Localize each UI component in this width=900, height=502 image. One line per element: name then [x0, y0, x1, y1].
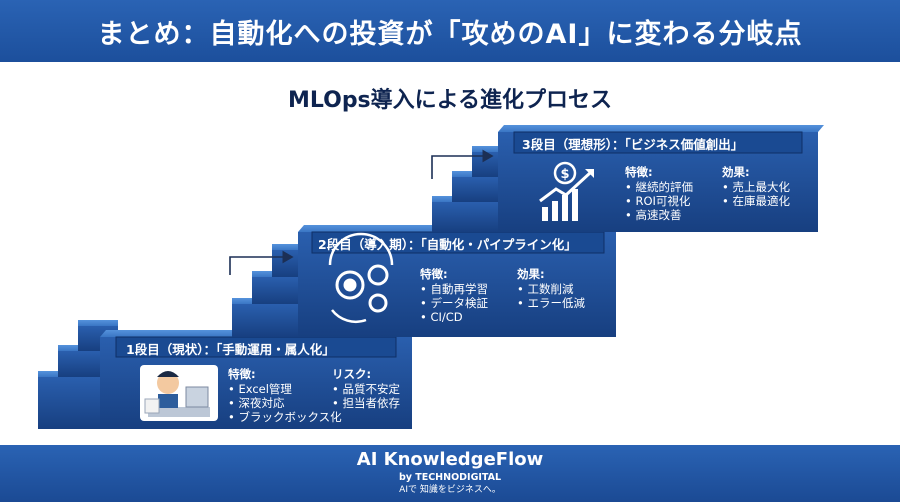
list-item: データ検証 [420, 296, 488, 310]
header-banner: まとめ：自動化への投資が「攻めのAI」に変わる分岐点 [0, 0, 900, 62]
step-2-effects: 効果: 工数削減 エラー低減 [517, 267, 585, 310]
list-item: 高速改善 [625, 208, 693, 222]
list-item: CI/CD [420, 310, 488, 324]
features-heading: 特徴: [625, 165, 653, 179]
progress-arrow-1 [229, 250, 294, 275]
footer-brand: AI KnowledgeFlow [356, 449, 544, 470]
list-item: ブラックボックス化 [228, 410, 341, 424]
step-3-features: 特徴: 継続的評価 ROI可視化 高速改善 [625, 165, 693, 222]
step-2-features: 特徴: 自動再学習 データ検証 CI/CD [420, 267, 488, 324]
list-item: 継続的評価 [625, 180, 693, 194]
step-2-title: 2段目（導入期）：「自動化・パイプライン化」 [318, 237, 577, 252]
effects-heading: 効果: [517, 267, 545, 281]
list-item: Excel管理 [228, 382, 342, 396]
list-item: 工数削減 [517, 282, 585, 296]
features-heading: 特徴: [420, 267, 448, 281]
step-1-features: 特徴: Excel管理 深夜対応 ブラックボックス化 [228, 367, 342, 424]
list-item: 売上最大化 [722, 180, 790, 194]
gears-cycle-icon [328, 232, 394, 323]
features-heading: 特徴: [228, 367, 256, 381]
footer-tagline: AIで 知識をビジネスへ。 [399, 485, 501, 495]
diagram-subtitle: MLOps導入による進化プロセス [287, 88, 612, 113]
progress-arrow-2 [431, 149, 494, 179]
list-item: ROI可視化 [625, 194, 693, 208]
page-title: まとめ：自動化への投資が「攻めのAI」に変わる分岐点 [97, 18, 803, 50]
list-item: 自動再学習 [420, 282, 488, 296]
list-item: 在庫最適化 [722, 194, 790, 208]
step-1-risks: リスク: 品質不安定 担当者依存 [332, 367, 400, 410]
stressed-worker-icon [140, 365, 218, 421]
effects-heading: 効果: [722, 165, 750, 179]
risks-heading: リスク: [332, 367, 372, 381]
list-item: 深夜対応 [228, 396, 342, 410]
list-item: 担当者依存 [332, 396, 400, 410]
svg-text:$: $ [560, 167, 569, 182]
step-3-title: 3段目（理想形）：「ビジネス価値創出」 [522, 137, 744, 152]
step-3-effects: 効果: 売上最大化 在庫最適化 [722, 165, 790, 208]
list-item: 品質不安定 [332, 382, 400, 396]
footer-banner: AI KnowledgeFlow by TECHNODIGITAL AIで 知識… [0, 445, 900, 502]
staircase-diagram: $ 1段目（現状）：「手動運用・属人化」 2段目（導入期）：「自動化・パイプライ… [0, 115, 900, 445]
step-1-title: 1段目（現状）：「手動運用・属人化」 [126, 342, 335, 357]
footer-byline: by TECHNODIGITAL [398, 472, 502, 483]
growth-chart-icon: $ [539, 161, 594, 221]
list-item: エラー低減 [517, 296, 585, 310]
